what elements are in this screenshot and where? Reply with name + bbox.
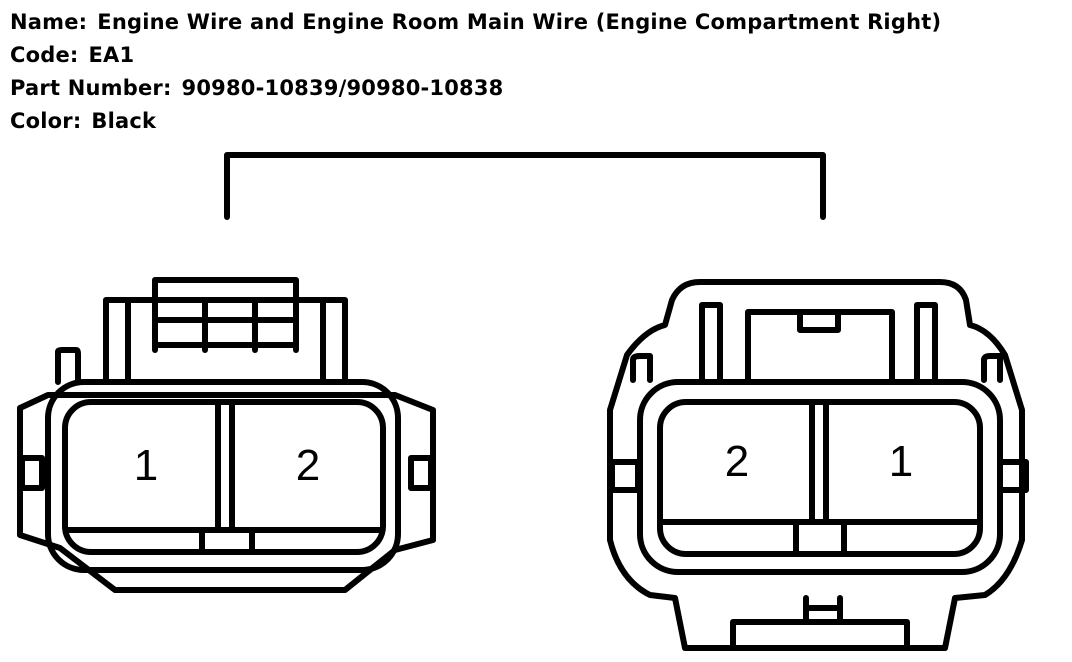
name-value: Engine Wire and Engine Room Main Wire (E… xyxy=(97,10,942,34)
color-row: Color: Black xyxy=(10,105,941,138)
left-pin-label-2: 2 xyxy=(296,441,320,490)
name-row: Name: Engine Wire and Engine Room Main Wi… xyxy=(10,6,941,39)
color-value: Black xyxy=(91,109,157,133)
code-key: Code: xyxy=(10,43,79,67)
right-connector xyxy=(607,279,1029,651)
code-row: Code: EA1 xyxy=(10,39,941,72)
left-latch-body xyxy=(103,277,348,383)
right-latch-top xyxy=(745,309,895,383)
right-housing-outline xyxy=(607,279,1025,651)
part-number-value: 90980-10839/90980-10838 xyxy=(181,76,504,100)
right-key-notch xyxy=(793,519,847,557)
right-face-outer xyxy=(637,379,1003,575)
right-face-inner xyxy=(657,399,983,557)
left-side-tab-right xyxy=(408,455,434,491)
left-face-outer xyxy=(45,379,401,573)
name-key: Name: xyxy=(10,10,88,34)
right-side-tab-left xyxy=(609,459,641,493)
right-post-right xyxy=(981,353,1003,383)
left-housing-outline xyxy=(17,392,436,593)
color-key: Color: xyxy=(10,109,82,133)
part-number-key: Part Number: xyxy=(10,76,172,100)
left-connector xyxy=(17,277,436,593)
left-pin-label-1: 1 xyxy=(134,441,158,490)
right-pin-label-2: 2 xyxy=(725,437,749,486)
right-latch-notch xyxy=(797,309,841,333)
right-post-left xyxy=(630,353,653,383)
right-lower-lock xyxy=(730,619,910,651)
right-latch-body xyxy=(699,302,723,383)
left-post xyxy=(55,347,81,385)
left-side-tab-left xyxy=(19,455,45,491)
left-key-notch xyxy=(199,527,255,555)
part-number-row: Part Number: 90980-10839/90980-10838 xyxy=(10,72,941,105)
mating-bracket xyxy=(224,152,826,220)
connector-info: Name: Engine Wire and Engine Room Main Wi… xyxy=(10,6,941,138)
right-latch-body-right xyxy=(914,302,938,383)
right-pin-label-1: 1 xyxy=(889,437,913,486)
code-value: EA1 xyxy=(88,43,135,67)
